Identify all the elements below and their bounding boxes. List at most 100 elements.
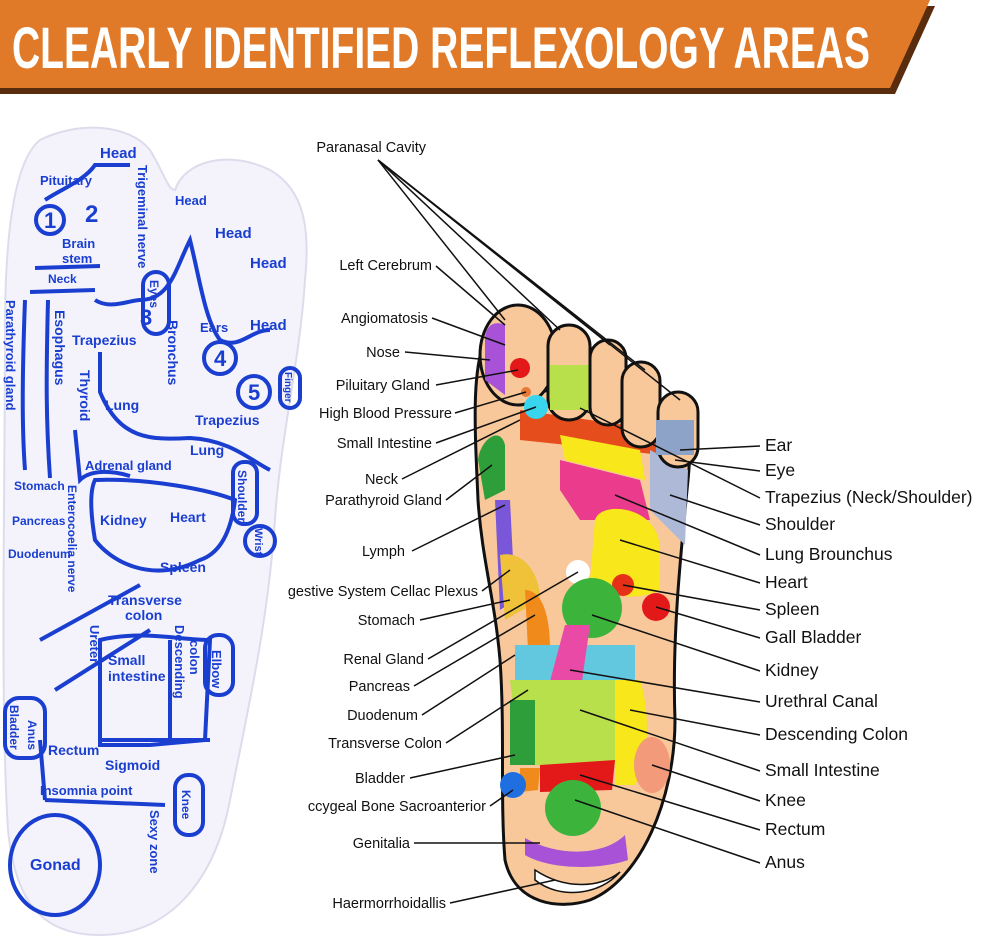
left-label: Paranasal Cavity (316, 140, 426, 156)
leader-line (655, 606, 761, 639)
sock-label: Pituitary (40, 173, 93, 188)
sock-label: Eyes (147, 280, 161, 308)
left-label: Angiomatosis (341, 311, 428, 327)
sock-label: Finger (282, 372, 293, 403)
sock-label: Brain (62, 236, 95, 251)
sock-label: Bronchus (165, 320, 181, 386)
left-label: Renal Gland (343, 652, 424, 668)
leader-line (614, 494, 761, 556)
leader-line (413, 614, 536, 687)
sock-label: Small (108, 652, 145, 668)
leader-line (574, 799, 761, 864)
right-label: Trapezius (Neck/Shoulder) (765, 487, 973, 507)
leader-line (419, 599, 511, 621)
sock-label: Transverse (108, 592, 182, 608)
leader-line (579, 774, 761, 831)
leader-line (377, 159, 506, 321)
sock-label: Duodenum (8, 547, 71, 561)
sock-label: Wrist (252, 528, 264, 556)
leader-line (449, 879, 556, 904)
sock-label: Head (100, 145, 137, 162)
leader-line (669, 494, 761, 526)
sock-label: Head (215, 225, 252, 242)
sock-label: Lung (105, 397, 139, 413)
right-label: Rectum (765, 819, 825, 839)
sock-label: 4 (214, 346, 227, 371)
sock-label: Neck (48, 272, 77, 286)
sock-label: Gonad (30, 857, 81, 874)
sock-label: Elbow (209, 650, 224, 689)
leader-line (579, 709, 761, 772)
sock-label: Heart (170, 509, 206, 525)
leader-line (435, 406, 537, 444)
leader-line (679, 445, 761, 451)
right-label: Lung Brounchus (765, 544, 893, 564)
sock-label: Trapezius (195, 412, 260, 428)
banner: CLEARLY IDENTIFIED REFLEXOLOGY AREAS (0, 0, 935, 94)
right-label: Shoulder (765, 514, 835, 534)
sock-label: Head (175, 193, 207, 208)
sock-label: intestine (108, 668, 166, 684)
leader-line (445, 689, 529, 744)
leader-line (569, 669, 761, 703)
sock-label: Sigmoid (105, 757, 160, 773)
sock-label: Head (250, 317, 287, 334)
sock-label: Sexy zone (147, 810, 162, 874)
right-label: Kidney (765, 660, 819, 680)
leader-line (404, 351, 491, 361)
right-label: Urethral Canal (765, 691, 878, 711)
left-label: Small Intestine (337, 436, 432, 452)
leader-line (619, 539, 761, 584)
leader-line (377, 159, 561, 331)
leader-line (427, 571, 579, 660)
sock-label: Insomnia point (40, 783, 133, 798)
right-label: Anus (765, 852, 805, 872)
sock-label: Enterocoelia nerve (65, 485, 79, 593)
sock-label: 5 (248, 380, 260, 405)
left-label: ccygeal Bone Sacroanterior (308, 799, 486, 815)
left-label: Bladder (355, 771, 405, 787)
sock-label: 2 (85, 201, 98, 228)
right-label: Descending Colon (765, 724, 908, 744)
sock-label: Ureter (87, 625, 102, 663)
left-label: Piluitary Gland (336, 378, 430, 394)
leader-line (377, 159, 681, 401)
sock-label: Ears (200, 320, 228, 335)
leader-line (435, 369, 519, 386)
right-label: Ear (765, 435, 792, 455)
leader-line (622, 584, 761, 611)
left-label: Neck (365, 472, 399, 488)
sock-label: Spleen (160, 559, 206, 575)
right-label: Spleen (765, 599, 820, 619)
leader-line (435, 265, 506, 326)
leader-line (579, 407, 761, 499)
sock-label: 1 (44, 208, 56, 233)
left-label: gestive System Cellac Plexus (288, 584, 478, 600)
sock-label: Trapezius (72, 332, 137, 348)
right-label: Heart (765, 572, 808, 592)
leader-line (591, 614, 761, 672)
left-label: High Blood Pressure (319, 406, 452, 422)
leader-line (409, 754, 516, 779)
sock-label: Descending (172, 625, 187, 699)
sock-label: Parathyroid gland (3, 300, 18, 411)
banner-title: CLEARLY IDENTIFIED REFLEXOLOGY AREAS (12, 16, 870, 81)
left-label: Genitalia (353, 836, 411, 852)
left-label: Duodenum (347, 708, 418, 724)
sock-label: 3 (140, 305, 152, 330)
sock-label: Esophagus (52, 310, 68, 386)
leader-line (651, 764, 761, 802)
right-label: Eye (765, 460, 795, 480)
left-label: Haermorrhoidallis (332, 896, 446, 912)
left-label: Nose (366, 345, 400, 361)
leader-line (401, 419, 521, 480)
left-label: Lymph (362, 544, 405, 560)
left-label: Left Cerebrum (339, 258, 432, 274)
sock-label: colon (187, 640, 202, 675)
sock-label: Bladder (7, 705, 21, 750)
sock-label: Knee (179, 790, 193, 820)
sock-label: Anus (25, 720, 39, 750)
leader-line (431, 317, 506, 346)
